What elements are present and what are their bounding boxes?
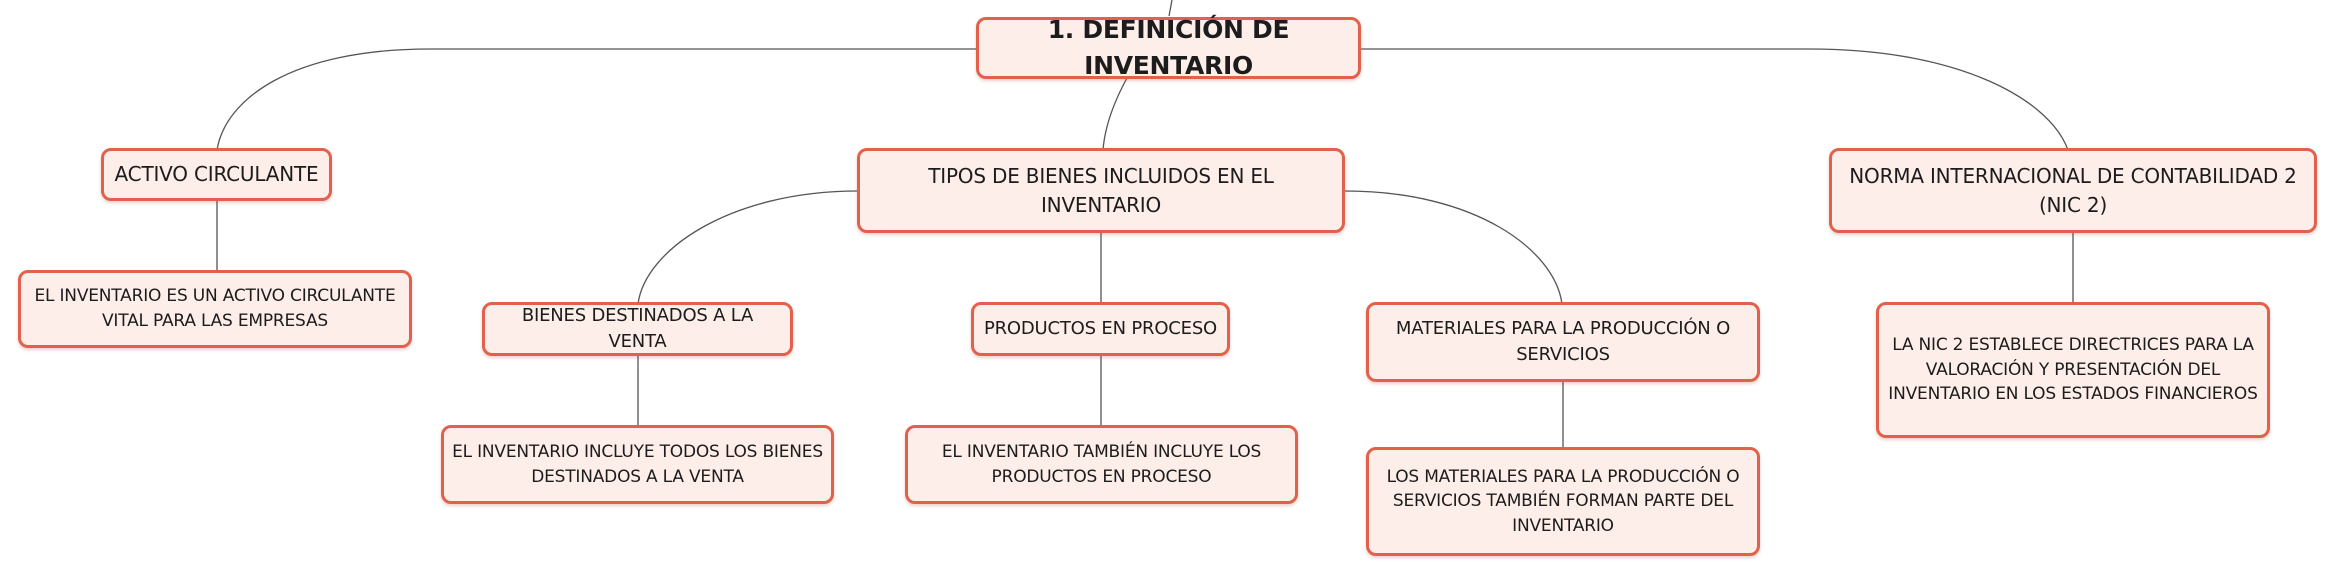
root-node[interactable]: 1. DEFINICIÓN DE INVENTARIO: [976, 15, 1361, 80]
connector-root-incoming: [1168, 0, 1173, 17]
bienes-venta-node[interactable]: BIENES DESTINADOS A LA VENTA: [482, 302, 793, 356]
bienes-venta-detail-label: EL INVENTARIO INCLUYE TODOS LOS BIENES D…: [452, 441, 823, 487]
materiales-produccion-detail-label: LOS MATERIALES PARA LA PRODUCCIÓN O SERV…: [1386, 466, 1740, 536]
materiales-produccion-node[interactable]: MATERIALES PARA LA PRODUCCIÓN O SERVICIO…: [1366, 302, 1760, 382]
productos-proceso-detail-label: EL INVENTARIO TAMBIÉN INCLUYE LOS PRODUC…: [941, 441, 1262, 487]
connector-tipos-materiales: [1344, 190, 1563, 305]
nic2-label: NORMA INTERNACIONAL DE CONTABILIDAD 2 (N…: [1849, 163, 2297, 217]
tipos-bienes-node[interactable]: TIPOS DE BIENES INCLUIDOS EN EL INVENTAR…: [857, 148, 1345, 233]
connector-root-activo: [216, 48, 983, 151]
root-node-label: 1. DEFINICIÓN DE INVENTARIO: [1047, 14, 1290, 80]
productos-proceso-detail-node[interactable]: EL INVENTARIO TAMBIÉN INCLUYE LOS PRODUC…: [905, 425, 1298, 504]
connector-root-tipos: [1102, 77, 1128, 151]
connector-root-nic: [1358, 48, 2069, 151]
materiales-produccion-label: MATERIALES PARA LA PRODUCCIÓN O SERVICIO…: [1395, 317, 1731, 365]
productos-proceso-label: PRODUCTOS EN PROCESO: [983, 317, 1218, 339]
activo-circulante-detail-label: EL INVENTARIO ES UN ACTIVO CIRCULANTE VI…: [34, 286, 396, 331]
activo-circulante-label: ACTIVO CIRCULANTE: [114, 162, 319, 186]
bienes-venta-label: BIENES DESTINADOS A LA VENTA: [521, 304, 754, 352]
nic2-node[interactable]: NORMA INTERNACIONAL DE CONTABILIDAD 2 (N…: [1829, 148, 2317, 233]
materiales-produccion-detail-node[interactable]: LOS MATERIALES PARA LA PRODUCCIÓN O SERV…: [1366, 447, 1760, 556]
activo-circulante-node[interactable]: ACTIVO CIRCULANTE: [101, 148, 332, 201]
nic2-detail-label: LA NIC 2 ESTABLECE DIRECTRICES PARA LA V…: [1888, 335, 2258, 405]
nic2-detail-node[interactable]: LA NIC 2 ESTABLECE DIRECTRICES PARA LA V…: [1876, 302, 2270, 438]
tipos-bienes-label: TIPOS DE BIENES INCLUIDOS EN EL INVENTAR…: [928, 163, 1274, 217]
activo-circulante-detail-node[interactable]: EL INVENTARIO ES UN ACTIVO CIRCULANTE VI…: [18, 270, 412, 348]
connector-tipos-bienes: [637, 190, 859, 305]
bienes-venta-detail-node[interactable]: EL INVENTARIO INCLUYE TODOS LOS BIENES D…: [441, 425, 834, 504]
productos-proceso-node[interactable]: PRODUCTOS EN PROCESO: [971, 302, 1230, 356]
